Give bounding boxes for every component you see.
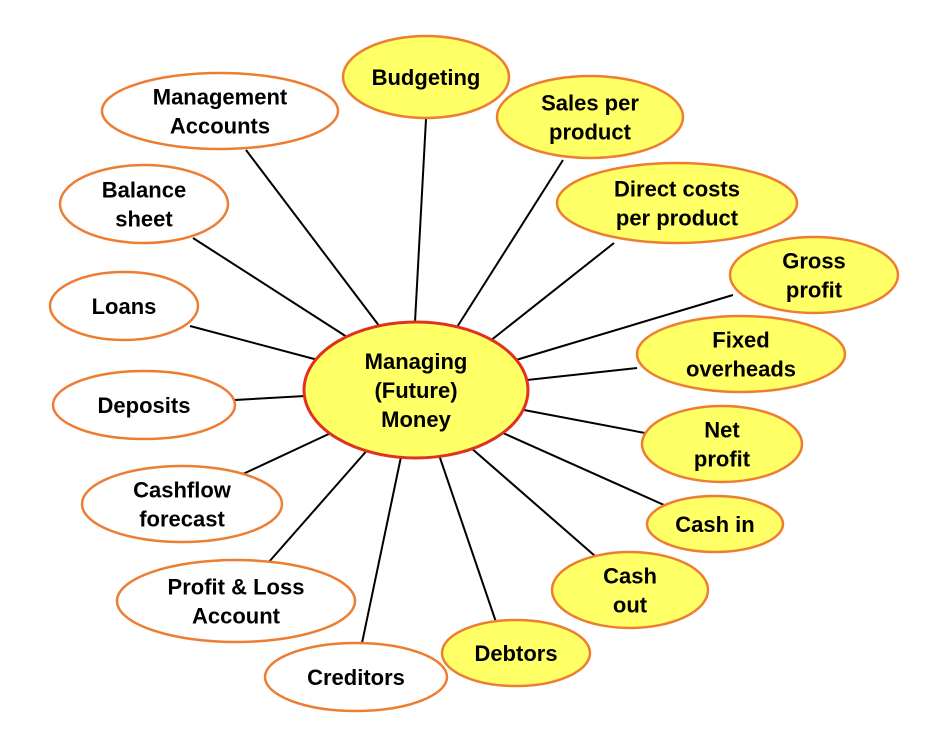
node-label-profit-loss-line-2: Account: [192, 604, 281, 629]
node-cash-in: Cash in: [645, 494, 785, 554]
node-label-sales-per-product-line-1: Sales per: [541, 91, 639, 116]
connector-lines: [189, 118, 734, 644]
node-label-budgeting-line-1: Budgeting: [372, 65, 481, 90]
connector-creditors: [361, 451, 403, 644]
node-ellipse-net-profit: [640, 404, 804, 484]
node-label-cashflow-forecast-line-1: Cashflow: [133, 478, 232, 503]
node-budgeting: Budgeting: [341, 34, 511, 120]
node-ellipse-balance-sheet: [58, 163, 230, 245]
node-ellipse-deposits: [51, 369, 237, 441]
node-gross-profit: Gross profit: [728, 235, 900, 315]
node-ellipse-budgeting: [341, 34, 511, 120]
node-label-deposits-line-1: Deposits: [98, 393, 191, 418]
connector-cash-out: [469, 446, 596, 557]
node-ellipse-profit-loss: [115, 558, 357, 644]
node-label-management-accounts-line-2: Accounts: [170, 114, 270, 139]
node-ellipse-cash-in: [645, 494, 785, 554]
node-label-creditors-line-1: Creditors: [307, 665, 405, 690]
node-label-balance-sheet-line-1: Balance: [102, 178, 186, 203]
node-label-direct-costs-line-2: per product: [616, 206, 739, 231]
node-label-cash-out-line-1: Cash: [603, 564, 657, 589]
node-label-center-line-3: Money: [381, 407, 451, 432]
node-label-profit-loss-line-1: Profit & Loss: [168, 575, 305, 600]
node-ellipse-loans: [48, 270, 200, 342]
node-direct-costs: Direct costs per product: [555, 161, 799, 245]
connector-balance-sheet: [192, 237, 348, 338]
node-label-fixed-overheads-line-1: Fixed: [712, 328, 769, 353]
node-label-loans-line-1: Loans: [92, 294, 157, 319]
node-creditors: Creditors: [263, 641, 449, 713]
connector-net-profit: [523, 409, 646, 434]
node-label-net-profit-line-1: Net: [704, 418, 740, 443]
node-debtors: Debtors: [440, 618, 592, 688]
connector-gross-profit: [515, 294, 734, 361]
node-fixed-overheads: Fixed overheads: [635, 314, 847, 394]
node-ellipse-gross-profit: [728, 235, 900, 315]
node-label-center-line-1: Managing: [365, 349, 468, 374]
node-ellipse-direct-costs: [555, 161, 799, 245]
node-ellipse-fixed-overheads: [635, 314, 847, 394]
node-cashflow-forecast: Cashflow forecast: [80, 464, 284, 544]
node-label-balance-sheet-line-2: sheet: [115, 207, 173, 232]
connector-profit-loss: [267, 446, 371, 564]
node-label-sales-per-product-line-2: product: [549, 120, 632, 145]
connector-cash-in: [502, 432, 665, 506]
node-label-fixed-overheads-line-2: overheads: [686, 357, 796, 382]
node-deposits: Deposits: [51, 369, 237, 441]
node-ellipse-cashflow-forecast: [80, 464, 284, 544]
node-label-net-profit-line-2: profit: [694, 447, 751, 472]
node-ellipse-center: [302, 320, 530, 460]
node-center: Managing (Future) Money: [302, 320, 530, 460]
node-ellipse-creditors: [263, 641, 449, 713]
connector-debtors: [437, 451, 497, 623]
connector-fixed-overheads: [526, 367, 638, 381]
connector-management-accounts: [245, 149, 381, 328]
node-ellipse-management-accounts: [100, 71, 340, 151]
node-label-debtors-line-1: Debtors: [474, 641, 557, 666]
node-sales-per-product: Sales per product: [495, 74, 685, 160]
node-ellipse-sales-per-product: [495, 74, 685, 160]
connector-deposits: [234, 395, 306, 401]
connector-loans: [189, 325, 319, 361]
node-label-cashflow-forecast-line-2: forecast: [139, 507, 225, 532]
node-ellipse-debtors: [440, 618, 592, 688]
connector-sales-per-product: [451, 159, 564, 336]
node-cash-out: Cash out: [550, 550, 710, 630]
node-label-gross-profit-line-1: Gross: [782, 249, 846, 274]
node-net-profit: Net profit: [640, 404, 804, 484]
node-label-gross-profit-line-2: profit: [786, 278, 843, 303]
node-label-management-accounts-line-1: Management: [153, 85, 288, 110]
node-loans: Loans: [48, 270, 200, 342]
node-label-direct-costs-line-1: Direct costs: [614, 177, 740, 202]
node-label-cash-out-line-2: out: [613, 593, 648, 618]
connector-budgeting: [414, 118, 427, 323]
node-balance-sheet: Balance sheet: [58, 163, 230, 245]
node-label-center-line-2: (Future): [374, 378, 457, 403]
node-label-cash-in-line-1: Cash in: [675, 512, 754, 537]
connector-cashflow-forecast: [242, 431, 334, 475]
connector-direct-costs: [484, 242, 615, 346]
node-ellipse-cash-out: [550, 550, 710, 630]
